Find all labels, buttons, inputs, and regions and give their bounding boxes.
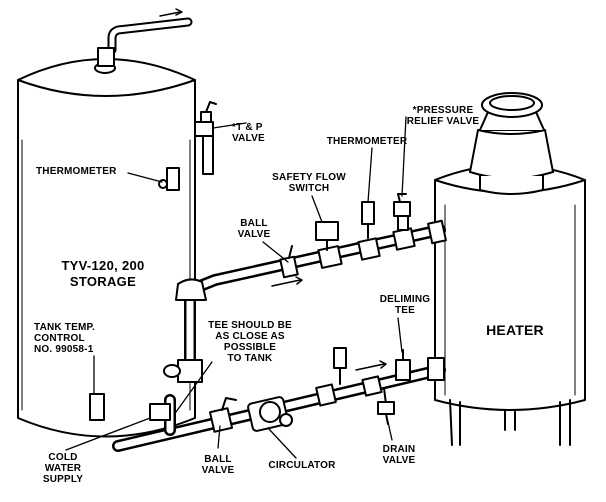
upper-pipe bbox=[163, 219, 447, 383]
cold-water-supply-label: COLD WATER SUPPLY bbox=[42, 452, 84, 485]
tank-inlet-pipe bbox=[94, 8, 193, 74]
ball-valve-top-label: BALL VALVE bbox=[237, 218, 271, 240]
drain-valve-label: DRAIN VALVE bbox=[382, 444, 416, 466]
pressure-relief-label: *PRESSURE RELIEF VALVE bbox=[406, 105, 480, 127]
tp-valve-label: *T & P VALVE bbox=[232, 122, 265, 144]
circulator-label: CIRCULATOR bbox=[268, 460, 336, 471]
tp-valve bbox=[194, 101, 217, 175]
tank-label: TYV-120, 200 STORAGE bbox=[61, 258, 145, 289]
tee-note-label: TEE SHOULD BE AS CLOSE AS POSSIBLE TO TA… bbox=[208, 320, 292, 364]
pipe-thermometer-label: THERMOMETER bbox=[326, 136, 408, 147]
storage-tank bbox=[17, 58, 196, 438]
heater-label: HEATER bbox=[486, 322, 544, 338]
safety-flow-switch-label: SAFETY FLOW SWITCH bbox=[272, 172, 346, 194]
tank-thermometer-label: THERMOMETER bbox=[36, 166, 117, 177]
ball-valve-bottom-label: BALL VALVE bbox=[201, 454, 235, 476]
safety-flow-switch bbox=[315, 221, 339, 251]
deliming-tee-label: DELIMING TEE bbox=[379, 294, 431, 316]
pipe-thermometer bbox=[361, 201, 375, 239]
tank-temp-control bbox=[89, 393, 105, 421]
heater-unit bbox=[434, 92, 586, 446]
lower-pipe bbox=[112, 347, 446, 452]
tank-temp-control-label: TANK TEMP. CONTROL NO. 99058-1 bbox=[34, 322, 96, 355]
leader-lines bbox=[65, 116, 407, 459]
pressure-relief-valve bbox=[393, 193, 411, 231]
